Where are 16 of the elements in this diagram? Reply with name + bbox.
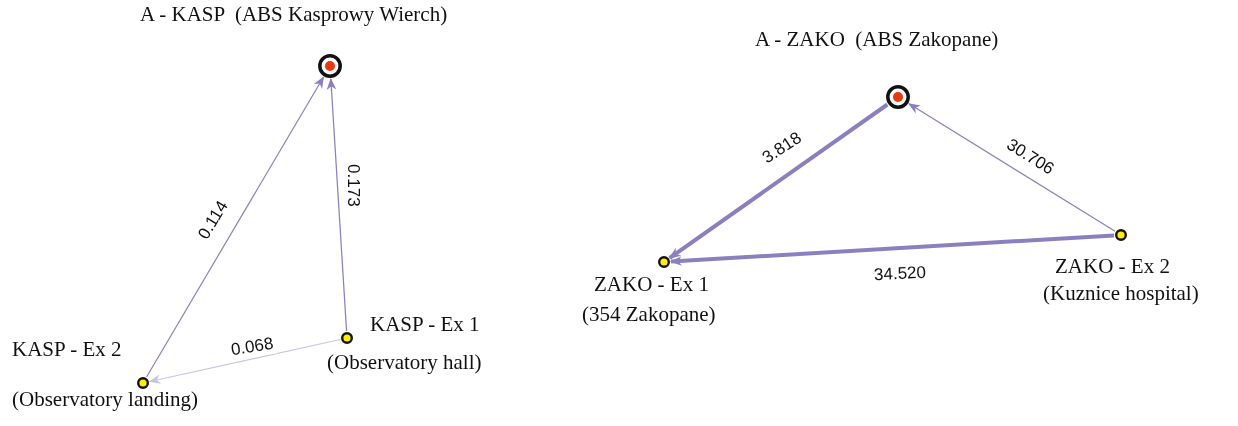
location-label: (Kuznice hospital) bbox=[1043, 283, 1199, 304]
station-label: ZAKO - Ex 1 bbox=[594, 274, 709, 295]
station-label: ZAKO - Ex 2 bbox=[1055, 256, 1170, 277]
arrow bbox=[908, 103, 1116, 232]
location-label: (Observatory landing) bbox=[12, 389, 199, 410]
arrow bbox=[668, 102, 889, 260]
station-label: A - ZAKO (ABS Zakopane) bbox=[755, 29, 999, 50]
location-label: (Observatory hall) bbox=[327, 352, 482, 373]
station-label: A - KASP (ABS Kasprowy Wierch) bbox=[140, 4, 448, 25]
station-label: KASP - Ex 1 bbox=[370, 314, 480, 335]
arrow bbox=[326, 77, 348, 332]
arrow bbox=[145, 76, 324, 378]
arrow bbox=[148, 338, 341, 384]
station-label: KASP - Ex 2 bbox=[12, 339, 122, 360]
arrow bbox=[669, 233, 1115, 266]
location-label: (354 Zakopane) bbox=[582, 304, 716, 325]
